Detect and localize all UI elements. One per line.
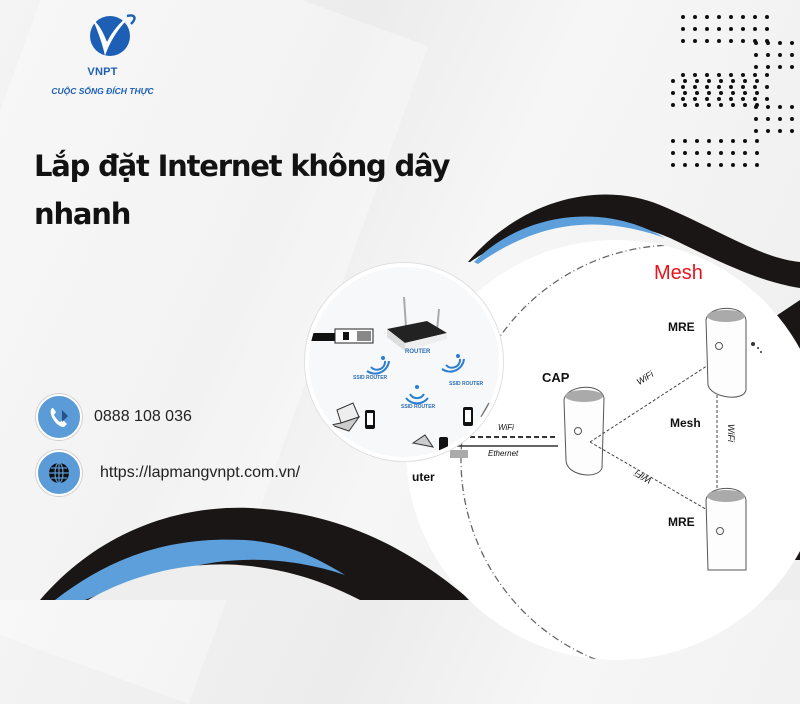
phone-number[interactable]: 0888 108 036 — [94, 408, 192, 425]
cap-label: CAP — [542, 370, 570, 385]
page-headline: Lắp đặt Internet không dây nhanh — [34, 142, 484, 238]
contact-phone[interactable]: 0888 108 036 — [36, 394, 192, 440]
vnpt-logo-icon — [90, 14, 136, 56]
headline-line-1: Lắp đặt Internet không dây — [34, 149, 450, 183]
router-label-partial: uter — [412, 470, 435, 484]
ssid-router-label-center: SSID ROUTER — [401, 404, 436, 410]
ssid-router-label-right: SSID ROUTER — [449, 381, 484, 387]
router-diagram-illustration — [309, 296, 490, 453]
wifi-link-label-vertical: WiFi — [725, 424, 736, 442]
vnpt-logo: VNPT CUỘC SỐNG ĐÍCH THỰC — [40, 8, 165, 98]
contact-website[interactable]: https://lapmangvnpt.com.vn/ — [36, 450, 300, 496]
phone-icon — [36, 394, 82, 440]
brand-name: VNPT — [87, 66, 118, 78]
website-link[interactable]: https://lapmangvnpt.com.vn/ — [100, 464, 301, 481]
ethernet-link-label: Ethernet — [488, 449, 519, 458]
mesh-diagram-lines — [406, 244, 800, 660]
mre-top-label: MRE — [668, 320, 695, 334]
wifi-link-label-left: WiFi — [498, 423, 514, 432]
router-diagram-image: ROUTER SSID ROUTER SSID ROUTER SSID ROUT… — [305, 263, 503, 461]
mre-bottom-label: MRE — [668, 515, 695, 529]
mesh-title: Mesh — [654, 262, 703, 284]
mesh-label: Mesh — [670, 416, 701, 430]
brand-tagline: CUỘC SỐNG ĐÍCH THỰC — [51, 86, 154, 96]
decorative-dot-grid — [671, 15, 794, 167]
ssid-router-label-left: SSID ROUTER — [353, 375, 388, 381]
router-label: ROUTER — [405, 349, 431, 355]
globe-icon — [36, 450, 82, 496]
headline-line-2: nhanh — [34, 197, 131, 231]
